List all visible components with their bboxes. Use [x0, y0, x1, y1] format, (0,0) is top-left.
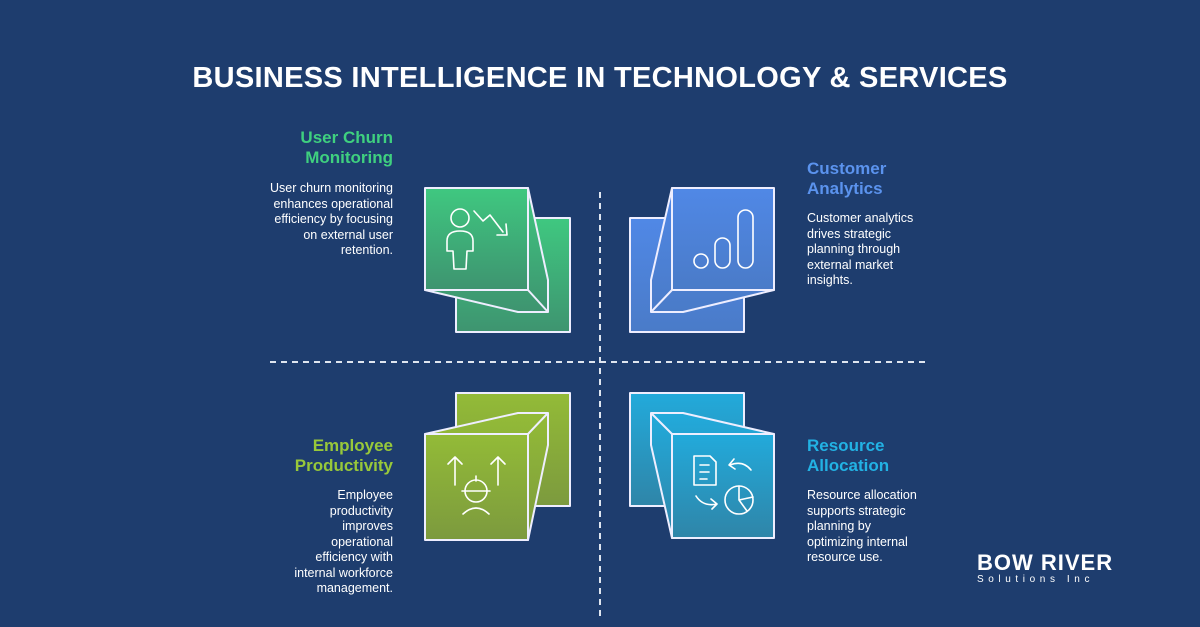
text-resource-allocation: Resource allocation supports strategic p…	[807, 488, 917, 564]
page-title: BUSINESS INTELLIGENCE IN TECHNOLOGY & SE…	[192, 62, 1008, 94]
text-customer-analytics: Customer analytics drives strategic plan…	[807, 211, 914, 287]
heading-line: Resource	[807, 436, 885, 455]
worker-arrows-icon	[447, 456, 506, 515]
logo-line1: BOW RIVER	[977, 550, 1114, 575]
logo-line2: Solutions Inc	[977, 574, 1095, 585]
document-pie-icon	[693, 455, 754, 515]
cube-employee-productivity	[424, 392, 571, 541]
bar-chart-icon	[693, 209, 754, 269]
text-user-churn: User churn monitoring enhances operation…	[270, 181, 393, 257]
company-logo: BOW RIVER Solutions Inc	[977, 552, 1113, 586]
heading-line: Employee	[312, 436, 393, 455]
cube-user-churn	[424, 187, 571, 333]
cube-resource-allocation	[629, 392, 775, 539]
heading-line: User Churn	[300, 128, 393, 147]
heading-line: Productivity	[294, 456, 393, 475]
heading-line: Analytics	[807, 179, 883, 198]
cube-customer-analytics	[629, 187, 775, 333]
heading-line: Customer	[807, 159, 887, 178]
heading-line: Allocation	[807, 456, 890, 475]
text-employee-productivity: Employee productivity improves operation…	[294, 488, 393, 595]
user-churn-icon	[446, 208, 508, 270]
heading-line: Monitoring	[305, 148, 393, 167]
